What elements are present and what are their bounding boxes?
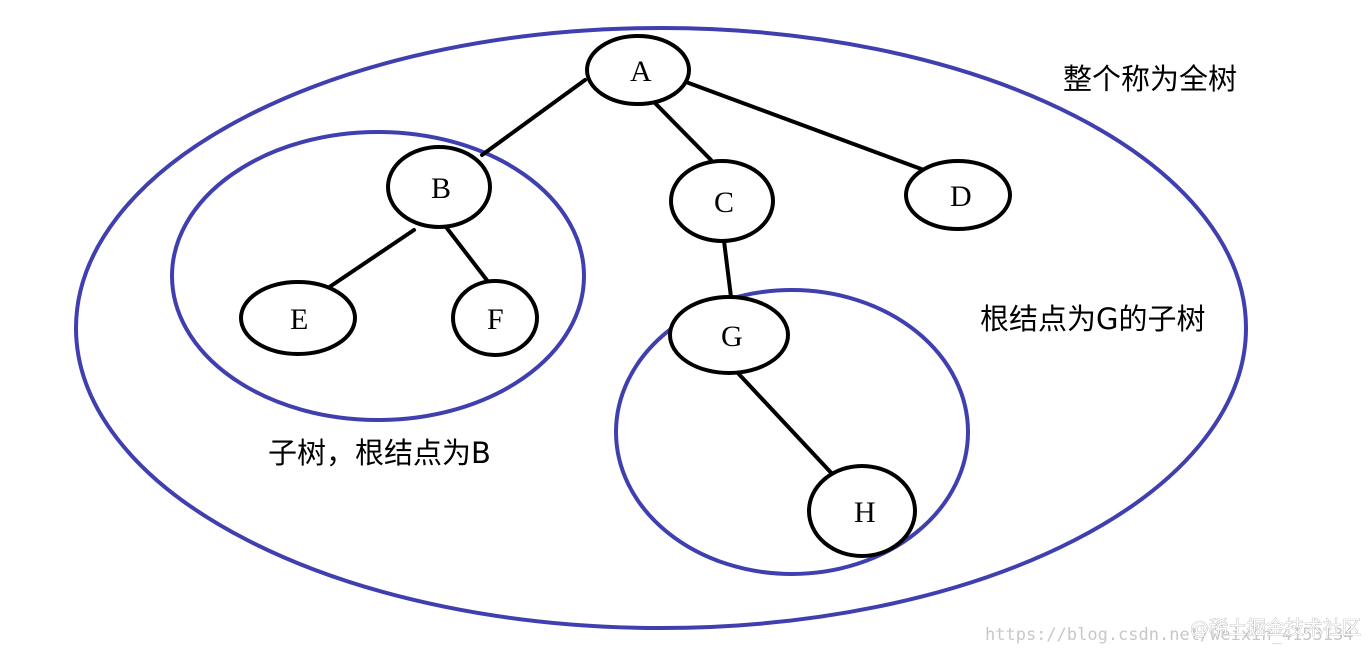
node-c-circle bbox=[669, 159, 775, 243]
node-f-label: F bbox=[487, 303, 504, 336]
node-g-circle bbox=[668, 295, 790, 375]
node-a: A bbox=[585, 34, 691, 106]
edge-layer bbox=[320, 78, 934, 480]
node-c: C bbox=[669, 159, 775, 243]
node-h: H bbox=[807, 464, 917, 558]
region-layer bbox=[74, 26, 1248, 630]
edge-a-d bbox=[684, 80, 934, 175]
watermark-url: https://blog.csdn.net/weixin_4153134 bbox=[985, 625, 1353, 645]
edge-c-g bbox=[722, 239, 733, 299]
edge-g-h bbox=[734, 369, 838, 480]
node-d-circle bbox=[904, 159, 1012, 231]
node-h-circle bbox=[807, 464, 917, 558]
node-h-label: H bbox=[854, 496, 876, 529]
watermark-brand: @稀土掘金技术社区 bbox=[1190, 617, 1361, 639]
caption-subtree-g: 根结点为G的子树 bbox=[980, 302, 1205, 336]
edge-a-c bbox=[650, 98, 713, 162]
node-c-label: C bbox=[714, 186, 734, 219]
node-g: G bbox=[668, 295, 790, 375]
node-e-circle bbox=[239, 280, 357, 356]
edge-a-b bbox=[480, 78, 587, 157]
node-d-label: D bbox=[950, 180, 972, 213]
node-b-circle bbox=[386, 145, 492, 229]
region-whole-tree bbox=[74, 26, 1248, 630]
caption-whole-tree: 整个称为全树 bbox=[1063, 62, 1237, 96]
region-subtree-g bbox=[614, 288, 970, 576]
node-b: B bbox=[386, 145, 492, 229]
caption-subtree-b: 子树，根结点为B bbox=[268, 436, 491, 470]
node-layer: A B C D E F G H bbox=[239, 34, 1012, 558]
region-subtree-b bbox=[170, 130, 586, 422]
edge-b-e bbox=[320, 228, 416, 294]
node-a-label: A bbox=[630, 55, 652, 88]
node-g-label: G bbox=[721, 320, 743, 353]
node-e-label: E bbox=[290, 303, 308, 336]
node-e: E bbox=[239, 280, 357, 356]
node-f: F bbox=[451, 279, 539, 357]
node-a-circle bbox=[585, 34, 691, 106]
node-b-label: B bbox=[431, 172, 451, 205]
node-f-circle bbox=[451, 279, 539, 357]
node-d: D bbox=[904, 159, 1012, 231]
